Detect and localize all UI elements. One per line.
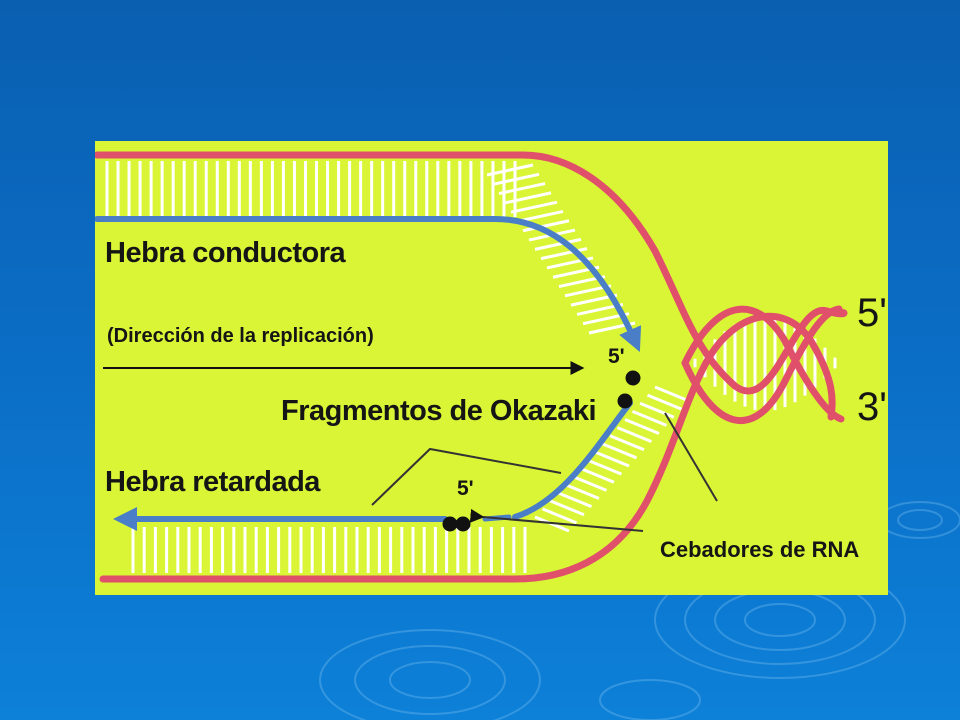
dna-strands [95,151,848,583]
base-pair-rung [522,219,570,233]
helix-strand-b [681,305,843,425]
base-pair-rung [486,163,534,177]
five-prime-lower-primer-label: 5' [457,477,474,500]
five-prime-label: 5' [857,291,887,335]
base-pair-rung [646,393,683,411]
base-pair-rung [534,237,582,251]
base-pair-rung [571,474,608,492]
primer-dot [617,393,633,409]
replication-direction-label: (Dirección de la replicación) [107,325,374,347]
primer-dot [442,516,458,532]
base-pair-rung [510,200,558,214]
base-pair-rung [616,426,653,444]
leading-strand [95,216,642,352]
replication-fork-svg [95,151,848,583]
okazaki-fragments-label: Fragmentos de Okazaki [281,395,597,427]
parent-strand-lower [99,312,836,583]
dna-replication-diagram: Hebra conductora (Dirección de la replic… [95,141,888,595]
lagging-strand-label: Hebra retardada [105,466,320,498]
base-pair-rung [556,491,593,509]
primer-dot [455,516,471,532]
okazaki-fragment [512,400,633,520]
base-pair-rung [498,182,546,196]
rna-primers-label: Cebadores de RNA [660,537,860,562]
three-prime-label: 3' [857,385,887,429]
base-pair-rung [492,172,540,186]
base-pair-rung [594,450,630,468]
base-pair-rung [504,191,552,205]
okazaki-pointer-line [371,447,562,506]
base-pair-rung [541,507,578,525]
helix-strand-a [681,305,845,423]
base-pair-rung [639,401,675,419]
base-pair-rung [601,442,638,460]
primer-dot [625,370,641,386]
base-pair-rung [586,458,623,476]
base-pair-rung [579,466,615,484]
base-pair-rung [609,434,645,452]
base-pair-rung [624,418,660,435]
base-pair-rung [631,409,668,427]
leading-strand-label: Hebra conductora [105,237,346,269]
base-pair-rung [549,499,585,517]
base-pair-rung [540,247,588,261]
primer-pointer-lower [469,508,644,532]
base-pair-rung [564,483,600,500]
five-prime-upper-primer-label: 5' [608,345,625,368]
primer-pointer-upper [664,412,718,502]
base-pair-rung [654,385,690,403]
